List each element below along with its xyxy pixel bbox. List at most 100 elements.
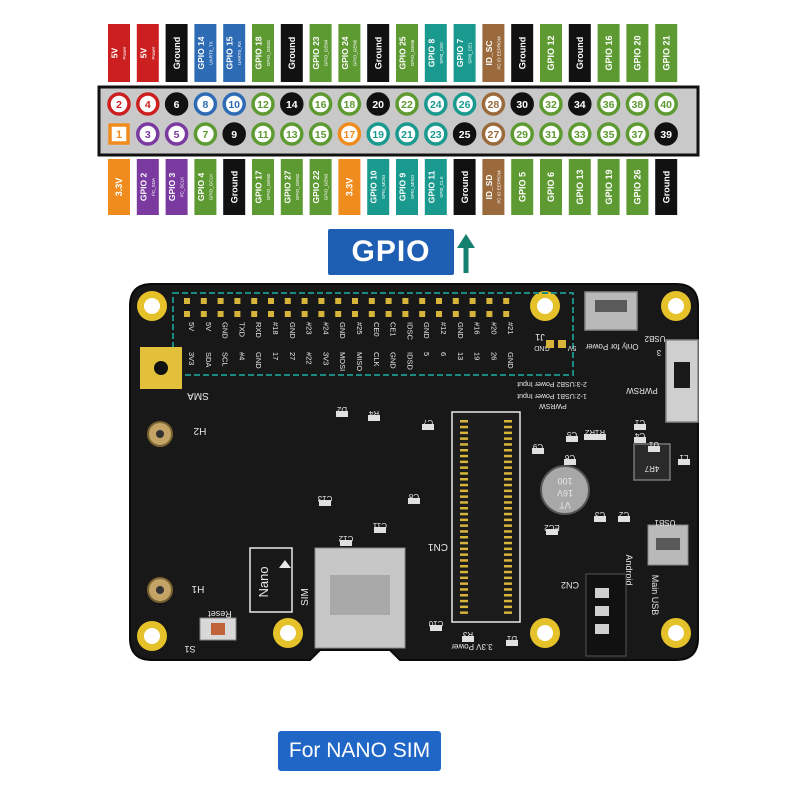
silk-label: CE0 xyxy=(372,322,381,337)
top-pin-label-name: Ground xyxy=(287,37,297,70)
pin-circle xyxy=(452,122,477,146)
silk-label: MOSI xyxy=(338,352,347,371)
five-v-label: 5V xyxy=(567,344,576,351)
top-pin-label-bg xyxy=(309,24,332,82)
silk-top-text: #25 xyxy=(355,322,364,335)
component-pad xyxy=(532,448,544,454)
socket-pin xyxy=(504,582,512,585)
power-input-1-label-text: 1-2:USB1 Power Input xyxy=(517,392,587,399)
pin-circle xyxy=(481,122,506,146)
silk-bottom-text: 3V3 xyxy=(187,352,196,365)
socket-pin xyxy=(460,570,468,574)
bottom-pin-label-name: GPIO 19 xyxy=(604,169,614,204)
pin-circle xyxy=(164,122,189,146)
socket-pin xyxy=(504,460,512,464)
pin-number: 15 xyxy=(315,129,327,141)
pin-number: 28 xyxy=(488,99,500,111)
socket-pin xyxy=(504,466,512,469)
pin-number: 26 xyxy=(459,99,471,111)
h2-label: H2 xyxy=(193,425,206,436)
bottom-pin-label-name: 3.3V xyxy=(345,178,355,197)
pin-circle xyxy=(193,122,218,146)
top-pin-label-bg xyxy=(252,24,274,82)
bottom-pin-label-name: Ground xyxy=(229,171,239,204)
component-label: EC2 xyxy=(544,523,560,532)
silk-label: GND xyxy=(254,352,263,369)
socket-pin xyxy=(460,576,468,580)
bottom-pin-label-bg xyxy=(597,159,620,215)
top-pin-label-bg xyxy=(453,24,476,82)
bottom-pin-label-name: GPIO 22 xyxy=(311,170,321,203)
up-arrow-icon xyxy=(457,234,475,248)
top-pin-label-bg xyxy=(223,24,246,82)
header-pad xyxy=(200,298,207,304)
silk-label: IDSC xyxy=(405,322,414,341)
component-pad xyxy=(462,636,474,642)
top-pin-label-name: GPIO 16 xyxy=(604,35,614,70)
pin-number: 17 xyxy=(344,129,356,141)
component-label: R2 xyxy=(584,428,595,437)
top-pin-label-name: Ground xyxy=(373,37,383,70)
top-pin-label-name: GPIO 12 xyxy=(546,35,556,70)
pwrsw-label-text: PWRSW xyxy=(626,386,658,395)
socket-pin xyxy=(460,541,468,545)
component-label-text: C4 xyxy=(634,431,645,440)
power-input-2-label: 2-3:USB2 Power Input xyxy=(517,380,587,387)
top-pin-label: Ground xyxy=(287,37,297,70)
top-pin-label-function: I²C ID EEPROM xyxy=(496,36,501,69)
pin-number: 33 xyxy=(574,129,586,141)
header-pad xyxy=(486,311,493,317)
header-pad xyxy=(503,311,510,317)
pin-circle xyxy=(568,92,592,116)
socket-pin xyxy=(504,472,512,475)
component-pad xyxy=(422,424,434,430)
h1-label-text: H1 xyxy=(191,583,204,594)
pin-number: 18 xyxy=(344,99,356,111)
only-for-power-label-text: Only for Power xyxy=(585,342,638,351)
socket-pin xyxy=(504,559,512,562)
cn2-label: CN2 xyxy=(561,580,579,590)
component-label-text: C3 xyxy=(594,510,605,519)
bottom-pin-label-bg xyxy=(136,159,159,215)
pin-number: 25 xyxy=(459,129,471,141)
component-label: C1 xyxy=(634,418,645,427)
top-pin-label: GPIO 12 xyxy=(546,35,556,70)
header-pad xyxy=(503,298,510,304)
header-pad xyxy=(184,311,190,317)
pin-number: 5 xyxy=(174,129,180,141)
socket-pin xyxy=(460,478,468,481)
component-label: R1 xyxy=(594,428,605,437)
silk-bottom-text: 27 xyxy=(288,352,297,360)
socket-pin xyxy=(504,599,512,603)
component-label-text: C11 xyxy=(372,521,387,530)
silk-top-text: #23 xyxy=(305,322,314,335)
socket-pin xyxy=(504,431,512,435)
component-label: C10 xyxy=(428,619,443,628)
component-label-text: R3 xyxy=(462,630,473,639)
silk-bottom-text: GND xyxy=(389,352,398,369)
bottom-pin-label-function: SPI0_CLK xyxy=(439,175,444,197)
silk-label: 19 xyxy=(473,352,482,360)
silk-label: #18 xyxy=(271,322,280,335)
silk-bottom-text: 6 xyxy=(439,352,448,356)
mounting-hole-center xyxy=(668,298,684,314)
component-pad xyxy=(430,625,442,631)
pin-circle xyxy=(107,92,131,116)
usb1-port xyxy=(656,538,680,550)
component-pad xyxy=(374,527,386,533)
bottom-pin-label: Ground xyxy=(460,171,470,204)
silk-label: #24 xyxy=(321,322,330,335)
gnd-label: GND xyxy=(534,344,550,351)
bottom-pin-label-name: GPIO 26 xyxy=(633,169,643,204)
socket-pin xyxy=(460,501,468,504)
silk-label: 3V3 xyxy=(321,352,330,365)
silk-label: 5 xyxy=(422,352,431,356)
bottom-pin-label-name: GPIO 3 xyxy=(167,173,177,202)
silk-bottom-text: #4 xyxy=(237,352,246,360)
pin-number: 32 xyxy=(545,99,557,111)
top-pin-label: Ground xyxy=(172,37,182,70)
